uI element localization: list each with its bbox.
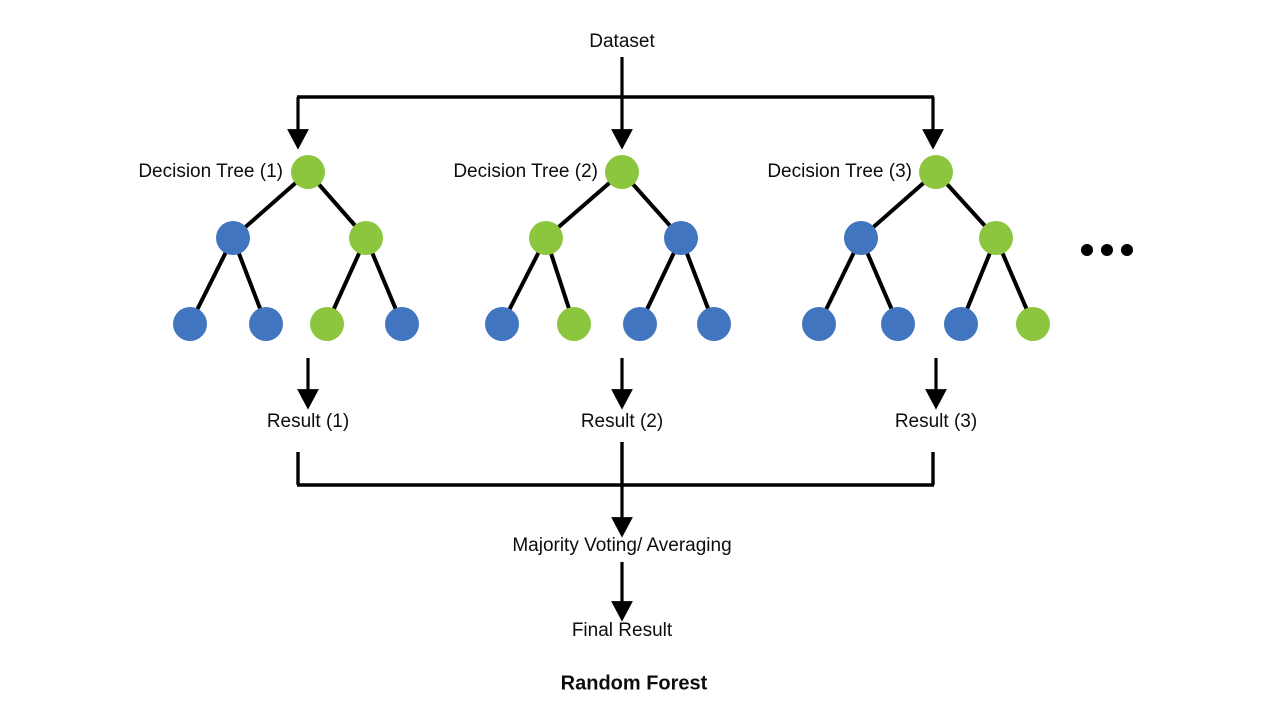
tree-nodes-layer (173, 155, 1050, 341)
decision-tree-2-branch-node-0 (529, 221, 563, 255)
flow-connectors-layer (287, 57, 947, 622)
decision-tree-3-nodes (802, 155, 1050, 341)
result-1-label: Result (1) (267, 411, 349, 432)
ellipsis-dot-3 (1121, 244, 1133, 256)
decision-tree-3-root-node (919, 155, 953, 189)
decision-tree-1-leaf-node-1 (249, 307, 283, 341)
decision-tree-2-leaf-node-1 (557, 307, 591, 341)
decision-tree-3-leaf-node-3 (1016, 307, 1050, 341)
decision-tree-3-leaf-node-1 (881, 307, 915, 341)
aggregation-label: Majority Voting/ Averaging (512, 535, 731, 556)
diagram-title: Random Forest (561, 672, 708, 694)
result-3-label: Result (3) (895, 411, 977, 432)
ellipsis-dot-2 (1101, 244, 1113, 256)
decision-tree-3-leaf-node-0 (802, 307, 836, 341)
decision-tree-3-branch-node-0 (844, 221, 878, 255)
decision-tree-2-leaf-node-3 (697, 307, 731, 341)
ellipsis-dot-1 (1081, 244, 1093, 256)
decision-tree-1-leaf-node-0 (173, 307, 207, 341)
decision-tree-2-label: Decision Tree (2) (453, 161, 598, 182)
decision-tree-1-leaf-node-2 (310, 307, 344, 341)
decision-tree-2-leaf-node-2 (623, 307, 657, 341)
result-2-label: Result (2) (581, 411, 663, 432)
decision-tree-3-label: Decision Tree (3) (767, 161, 912, 182)
decision-tree-3-leaf-node-2 (944, 307, 978, 341)
decision-tree-1-branch-node-0 (216, 221, 250, 255)
decision-tree-2-nodes (485, 155, 731, 341)
dataset-label: Dataset (589, 31, 655, 52)
decision-tree-1-root-node (291, 155, 325, 189)
decision-tree-1-leaf-node-3 (385, 307, 419, 341)
decision-tree-2-root-node (605, 155, 639, 189)
decision-tree-2-branch-node-1 (664, 221, 698, 255)
decision-tree-1-nodes (173, 155, 419, 341)
decision-tree-1-label: Decision Tree (1) (138, 161, 283, 182)
ellipsis-group (1081, 244, 1133, 256)
decision-tree-3-branch-node-1 (979, 221, 1013, 255)
final-result-label: Final Result (572, 620, 673, 641)
tree-edges-layer (188, 170, 1035, 325)
decision-tree-2-leaf-node-0 (485, 307, 519, 341)
decision-tree-1-branch-node-1 (349, 221, 383, 255)
